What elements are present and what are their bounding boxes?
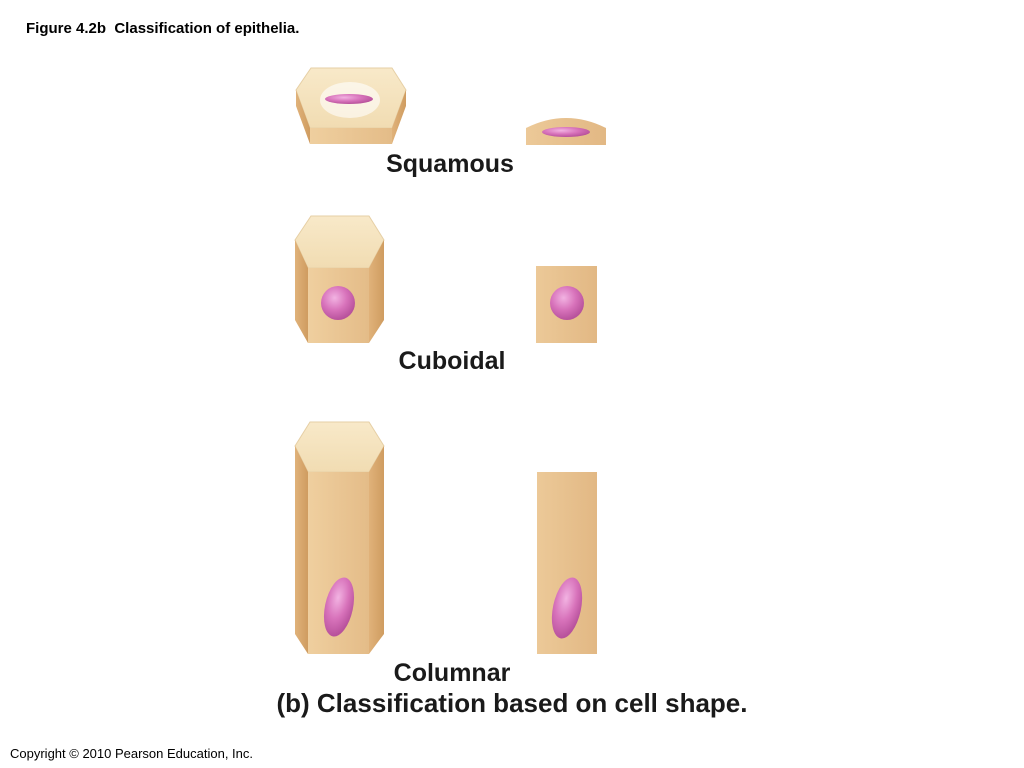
squamous-section-nucleus [542,127,590,137]
label-squamous: Squamous [386,150,514,178]
figure-title: Figure 4.2b Classification of epithelia. [26,20,300,37]
columnar-section-nucleus [551,577,583,639]
cuboidal-section-nucleus [550,286,584,320]
cuboidal-3d-nucleus [321,286,355,320]
cuboidal-3d-cell [294,215,385,343]
label-columnar: Columnar [393,659,511,687]
copyright-notice: Copyright © 2010 Pearson Education, Inc. [10,746,254,761]
columnar-3d-cell [294,421,385,654]
columnar-section-cell [537,472,597,654]
squamous-3d-nucleus [325,94,373,104]
squamous-section-cell [526,118,606,145]
cuboidal-section-cell [536,266,597,343]
label-cuboidal: Cuboidal [398,347,506,375]
figure-caption: (b) Classification based on cell shape. [276,688,748,718]
columnar-3d-nucleus [323,577,355,637]
squamous-3d-cell [295,67,407,144]
